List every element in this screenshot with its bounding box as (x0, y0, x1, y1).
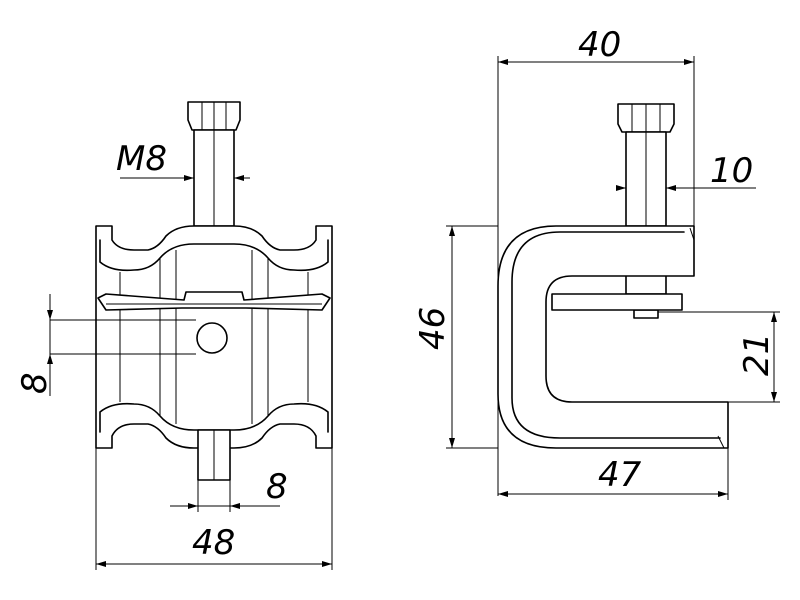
dim-front-bolt-8: 8 (170, 467, 288, 512)
dim-side-height-label: 46 (413, 307, 453, 350)
dim-front-height-8: 8 (15, 294, 196, 396)
side-clamp-plate (551, 293, 683, 311)
dim-side-height-46: 46 (413, 225, 498, 449)
front-view: M8 8 8 48 (15, 101, 333, 570)
dim-side-top-40: 40 (497, 25, 695, 496)
dim-side-opening-label: 21 (737, 333, 777, 376)
side-view: 40 10 46 21 (413, 25, 780, 500)
dim-front-height-label: 8 (15, 372, 55, 394)
dim-side-bottom-47: 47 (498, 448, 729, 500)
side-bolt-shank (625, 131, 667, 319)
front-clamp-body (95, 225, 333, 481)
dim-m8: M8 (116, 139, 250, 181)
front-bolt-shank (193, 129, 235, 227)
dim-front-bolt-label: 8 (266, 467, 288, 507)
front-bolt-head (187, 101, 241, 131)
side-c-frame (497, 225, 729, 449)
dim-side-opening-21: 21 (658, 311, 780, 403)
dim-front-width-48: 48 (95, 448, 333, 570)
dim-side-bolt-10: 10 (616, 151, 756, 191)
dim-front-width-label: 48 (192, 523, 235, 563)
dim-side-top-label: 40 (578, 25, 621, 65)
side-bolt-head (617, 103, 675, 133)
dim-m8-label: M8 (116, 139, 167, 179)
dim-side-bottom-label: 47 (598, 455, 642, 495)
dim-side-bolt-label: 10 (710, 151, 753, 191)
